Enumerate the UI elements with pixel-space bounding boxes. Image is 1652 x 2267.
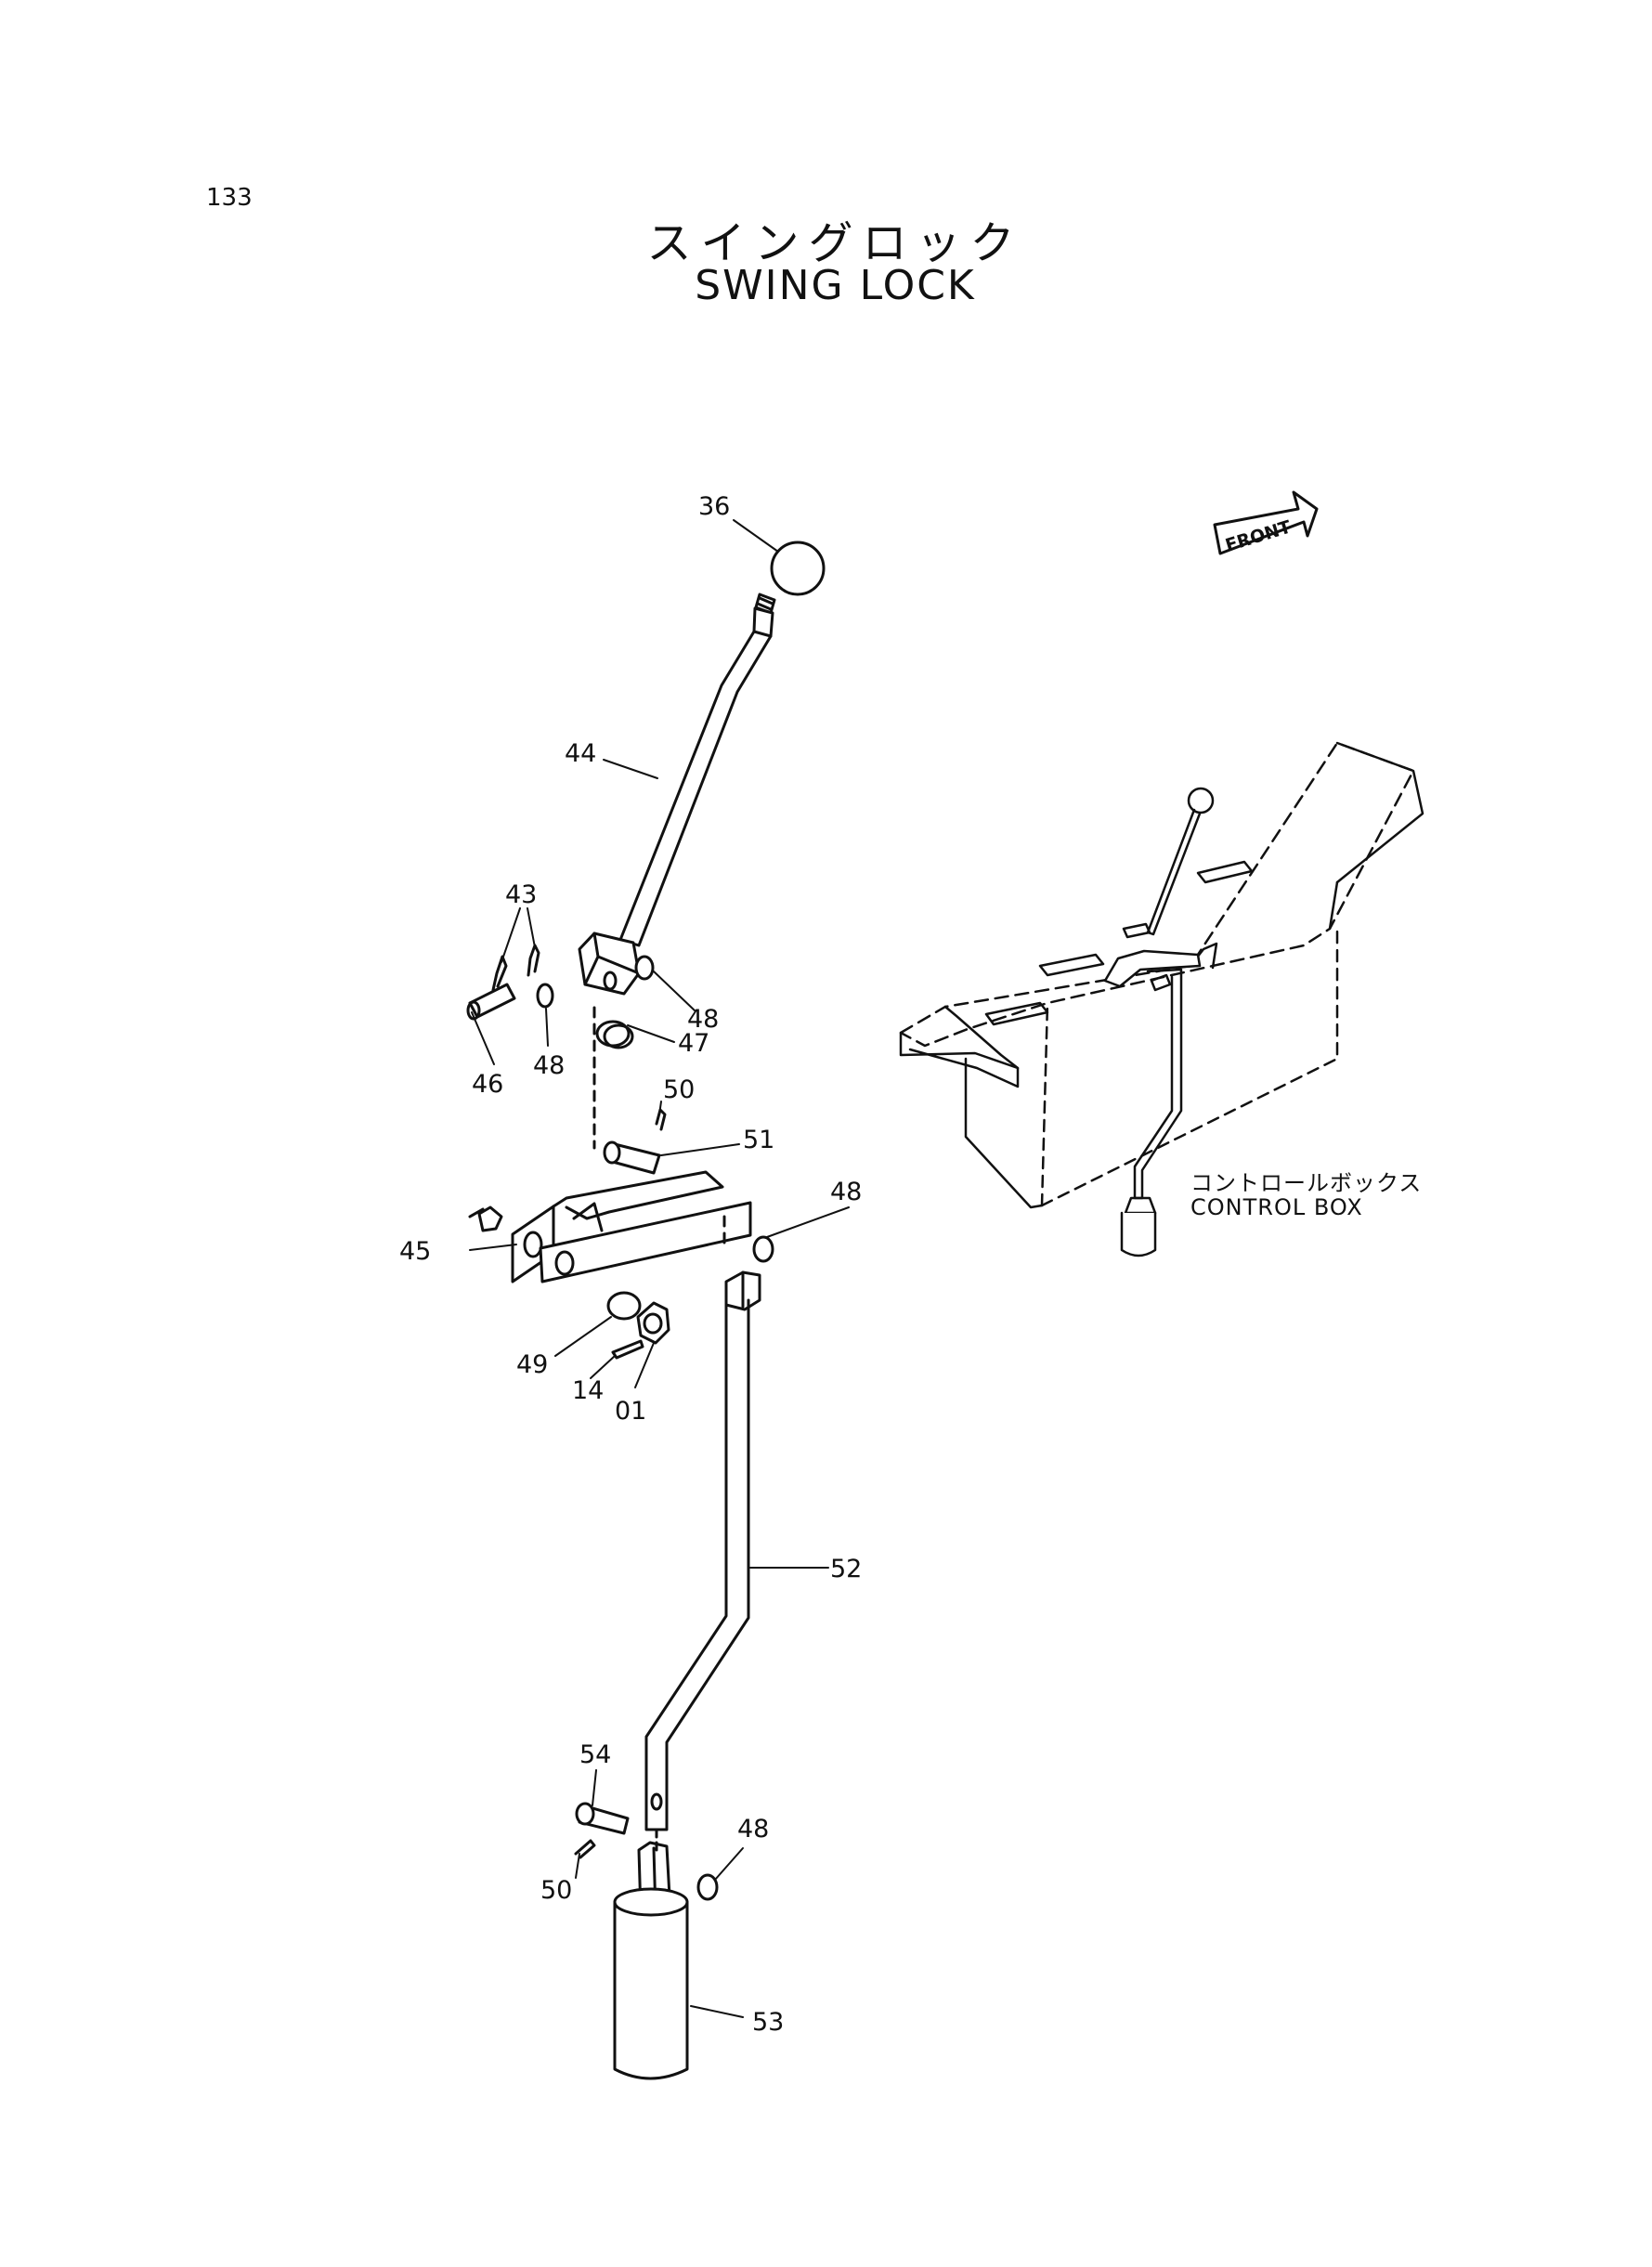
callout-48-a: 48: [533, 1051, 565, 1080]
callout-43: 43: [505, 880, 537, 909]
callout-14: 14: [572, 1376, 604, 1405]
page-number: 133: [206, 184, 253, 212]
front-arrow-icon: FRONT: [1213, 490, 1319, 556]
callout-48-c: 48: [830, 1178, 862, 1206]
lever-bracket: [578, 932, 641, 996]
control-box: [899, 741, 1424, 1257]
callout-47: 47: [678, 1029, 709, 1058]
callout-52: 52: [830, 1555, 862, 1583]
callout-49: 49: [516, 1350, 548, 1379]
title-english: SWING LOCK: [695, 262, 976, 309]
callout-46: 46: [472, 1070, 503, 1099]
callout-50-a: 50: [663, 1075, 695, 1104]
title-japanese: スイングロック: [646, 217, 1024, 269]
callout-45: 45: [399, 1237, 431, 1266]
bracket-plate-part: [468, 1170, 752, 1283]
lever-part: [618, 606, 774, 947]
nut-part: [636, 1301, 670, 1345]
cotter-pin-part: [611, 1339, 644, 1360]
callout-51: 51: [743, 1126, 774, 1154]
knob-part: [754, 541, 826, 615]
control-box-label-en: CONTROL BOX: [1190, 1194, 1363, 1220]
washer-part: [696, 1873, 719, 1901]
clevis-pin-part: [603, 1108, 667, 1175]
clevis-pin-part: [574, 1802, 630, 1859]
callout-44: 44: [565, 739, 596, 768]
callout-48-d: 48: [737, 1815, 769, 1844]
callout-48-b: 48: [687, 1005, 719, 1034]
spring-part: [595, 1020, 634, 1049]
callout-01: 01: [615, 1397, 646, 1426]
valve-part: [613, 1841, 689, 2080]
pin-part: [466, 944, 540, 1021]
callout-53: 53: [752, 2008, 784, 2037]
callout-36: 36: [698, 492, 730, 521]
washer-part: [752, 1235, 774, 1263]
washer-part: [606, 1291, 642, 1321]
rod-part: [644, 1270, 761, 1831]
control-box-label-jp: コントロールボックス: [1190, 1170, 1423, 1196]
callout-54: 54: [579, 1740, 611, 1769]
washer-part: [536, 983, 554, 1009]
callout-50-b: 50: [540, 1876, 572, 1905]
washer-part: [634, 955, 655, 981]
